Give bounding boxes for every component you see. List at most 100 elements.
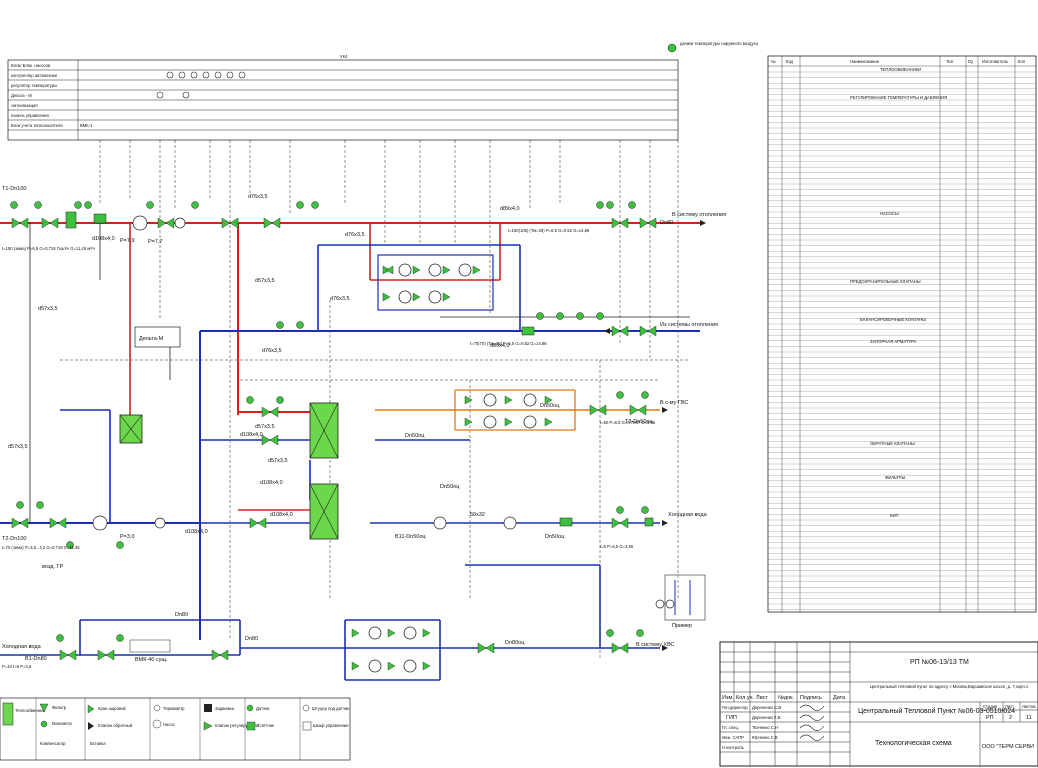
label-d108-b: d108х4,0 xyxy=(240,432,263,438)
detail-box xyxy=(664,574,706,621)
bus-label-vmk: ВМК-1 xyxy=(80,123,93,128)
gauges xyxy=(10,201,649,642)
vmk40-label: ВМК-40 сущ. xyxy=(135,657,168,663)
filters xyxy=(65,211,654,653)
spec-section-3: НАСОСЫ xyxy=(880,211,899,216)
tb-role-5: Н.контроль xyxy=(722,745,745,750)
spec-h-2: Код xyxy=(786,59,794,64)
legend-5: Клапан обратный xyxy=(98,723,133,728)
tb-h-6: Дата xyxy=(833,695,846,701)
tb-drawing-name: Технологическая схема xyxy=(875,740,952,747)
tb-sheets: 11 xyxy=(1026,715,1032,721)
info-1: t=150(105) (Тм=28) Р=6,5 G=0,52 G=14,86 xyxy=(508,228,590,233)
dest-dhw: В с-му ГВС xyxy=(660,400,688,406)
legend-4: Кран шаровой xyxy=(98,706,126,711)
label-dn50: Dn50оц xyxy=(540,403,560,409)
label-d108-c: d108х4,0 xyxy=(260,480,283,486)
dhw-line xyxy=(375,389,660,431)
legend-10: Датчик xyxy=(256,706,270,711)
heating-supply-line xyxy=(0,222,700,511)
legend-9: Клапан регулирующий xyxy=(215,723,260,728)
label-d32: 50х32 xyxy=(470,512,485,518)
legend-12: Штуцер под датчик xyxy=(312,706,349,711)
legend-6: Термометр xyxy=(163,706,185,711)
tb-sheet: 2 xyxy=(1009,715,1012,721)
tb-h-2: Кол.уч. xyxy=(736,695,754,701)
label-dn50-c: Dn50оц xyxy=(545,534,565,540)
label-dn50-b: Dn50оц xyxy=(440,484,460,490)
heat-exchanger-3 xyxy=(119,414,143,444)
tb-object-name: Центральный Тепловой Пункт №06-03-0510/0… xyxy=(858,707,1015,715)
spec-section-5: БАЛАНСИРОВОЧНЫЕ КЛАПАНЫ xyxy=(860,317,926,322)
bus-row-4: Дельта - М xyxy=(11,93,32,98)
dest-heating-supply: В систему отопления xyxy=(672,212,726,218)
bus-row-5: сигнализация xyxy=(11,103,38,108)
tb-name-4: Юрченко С.В xyxy=(752,735,778,740)
label-t1-dn100: T1-Dn100 xyxy=(2,186,26,192)
tb-h-1: Изм. xyxy=(722,695,734,701)
tb-address: Центральный тепловой пункт по адресу: г.… xyxy=(870,684,1029,689)
tb-h-3: Лист xyxy=(756,695,768,701)
label-d108-e: d108х4,0 xyxy=(185,529,208,535)
spec-table: № Код Наименование Тип Dу Изготовитель К… xyxy=(767,55,1037,613)
legend-1: Теплообменник xyxy=(15,708,46,713)
label-d108: d108х4,0 xyxy=(92,236,115,242)
spec-section-2: РЕГУЛИРОВАНИЕ ТЕМПЕРАТУРЫ И ДАВЛЕНИЯ xyxy=(850,95,947,100)
tb-name-1: Дерененко С.В xyxy=(752,705,781,710)
legend-2: Фильтр xyxy=(52,705,67,710)
tb-h-4: №док. xyxy=(778,695,795,701)
tb-col-sheets: Листов xyxy=(1022,704,1036,709)
src-cold-water: Холодная вода xyxy=(2,644,42,650)
label-p79: P=7,9 xyxy=(120,238,135,244)
label-d76-b: d76х3,5 xyxy=(345,232,365,238)
label-dn80: Dn80 xyxy=(175,612,188,618)
spec-section-1: ТЕПЛООБМЕННИКИ xyxy=(880,67,921,72)
label-dn80oc: Dn80оц xyxy=(505,640,525,646)
drain-label: возд. ГР xyxy=(42,564,64,570)
legend: Теплообменник Фильтр Манометр Кран шаров… xyxy=(0,697,351,761)
pump-group-heating xyxy=(377,254,494,311)
legend-8: Задвижка xyxy=(215,706,235,711)
legend-11: Счётчик xyxy=(258,723,274,728)
tb-name-2: Дерененко К.В xyxy=(752,715,781,720)
cold-water-line xyxy=(0,564,660,681)
tb-stage: РП xyxy=(986,715,994,721)
dest-heating-return: Из системы отопления xyxy=(660,322,718,328)
bus-row-1: Блок/ Блок. насосов xyxy=(11,63,51,68)
bus-row-7: Блок учета теплоносителя xyxy=(11,123,62,128)
spec-section-6: ЗАПОРНАЯ АРМАТУРА xyxy=(870,339,917,344)
tb-role-3: Гл. спец. xyxy=(722,725,739,730)
label-t2-dn100: T2-Dn100 xyxy=(2,536,26,542)
info-2: t=70(70) (Тм=28) P=5,5 G=0,52 G=14,86 xyxy=(470,341,547,346)
left-info-2: t=70 (зима) P=3,8...4,2 G=0,718 G=11,45 xyxy=(2,545,80,550)
spec-h-7: Кол xyxy=(1018,59,1026,64)
spec-section-7: ОБРАТНЫЕ КЛАПАНЫ xyxy=(870,441,915,446)
bus-row-2: контроллер автоматики xyxy=(11,73,58,78)
spec-h-5: Dу xyxy=(968,59,974,64)
legend-15: Вставка xyxy=(90,741,106,746)
heat-exchanger-2 xyxy=(309,483,339,540)
spec-section-8: ФИЛЬТРЫ xyxy=(885,475,906,480)
spec-section-4: ПРЕДОХРАНИТЕЛЬНЫЕ КЛАПАНЫ xyxy=(850,279,921,284)
outdoor-sensor-label: дачики температуры наружного воздуха xyxy=(680,41,759,46)
label-dn50-d: Dn50оц xyxy=(405,433,425,439)
label-d76-c: d76х3,5 xyxy=(330,296,350,302)
heating-return-line xyxy=(0,244,700,640)
spec-h-6: Изготовитель xyxy=(982,59,1009,64)
pump-group-dhw xyxy=(464,393,553,429)
destinations: В систему отопления Из системы отопления… xyxy=(2,212,726,651)
spec-section-9: КИП xyxy=(890,513,898,518)
legend-14: Компенсатор xyxy=(40,741,66,746)
dest-cold-water: Холодная вода xyxy=(668,512,708,518)
label-d57-c: d57х3,5 xyxy=(255,278,275,284)
valves xyxy=(11,217,657,661)
spec-h-1: № xyxy=(771,59,776,64)
tb-name-3: Ткаченко С.Н xyxy=(752,725,778,730)
bus-row-3: регулятор температуры xyxy=(11,83,57,88)
bus-row-6: панель управления xyxy=(11,113,49,118)
label-d89-b: d89х4,0 xyxy=(490,343,510,349)
tb-role-4: Инж. САПР xyxy=(722,735,744,740)
tb-col-stage: Стадия xyxy=(983,704,997,709)
info-3: t=60 P=5,8 G=0,7087 G=3,96 xyxy=(600,420,656,425)
